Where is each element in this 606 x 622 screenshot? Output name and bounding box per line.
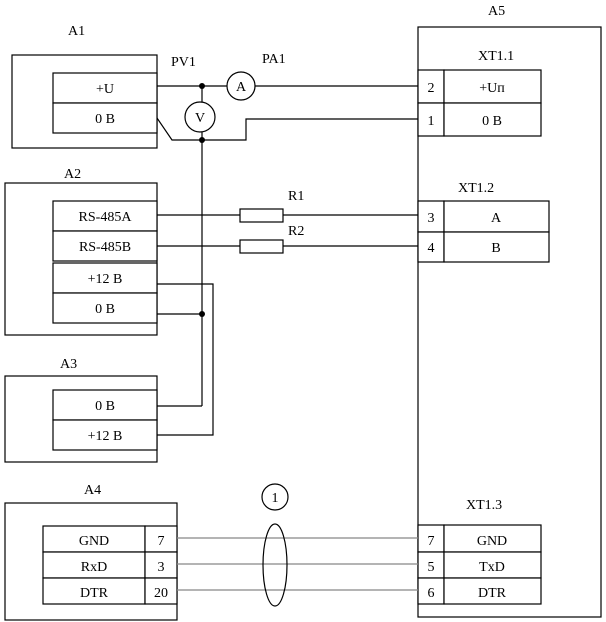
rs485-wiring: R1 R2 xyxy=(157,189,418,254)
cable-marker-number: 1 xyxy=(272,491,279,506)
a2-terminal-plus12v: +12 В xyxy=(88,272,123,287)
a3-terminal-0v: 0 В xyxy=(95,399,115,414)
cable-marker-circle xyxy=(261,483,289,511)
xt13-pin-6: 6 xyxy=(428,586,435,601)
ammeter-pa1: A PA1 xyxy=(226,52,286,101)
junction-dot xyxy=(199,83,205,89)
a2-terminal-rs485b: RS-485B xyxy=(79,240,131,255)
power-wiring xyxy=(156,83,418,436)
xt11-terminal-0v: 0 В xyxy=(482,114,502,129)
a3-terminal-plus12v: +12 В xyxy=(88,429,123,444)
xt13-pin-5: 5 xyxy=(428,560,435,575)
serial-cable: 1 xyxy=(177,483,418,607)
block-a4-label: A4 xyxy=(84,483,101,498)
a1-terminal-plus-u-label: +U xyxy=(96,82,114,97)
block-a2: A2 RS-485A RS-485B +12 В 0 В xyxy=(4,167,158,336)
block-a5: A5 XT1.1 2 +Uп 1 0 В XT1.2 3 A 4 B XT1.3… xyxy=(417,4,602,618)
r1-label: R1 xyxy=(288,189,304,204)
cable-bundle-ellipse xyxy=(262,523,288,607)
a1-terminal-0v-label: 0 В xyxy=(95,112,115,127)
block-a1: A1 +U 0 В xyxy=(11,24,158,149)
resistor-r1 xyxy=(239,208,284,223)
voltmeter-symbol: V xyxy=(195,111,205,126)
xt13-pin-7: 7 xyxy=(428,534,435,549)
pv1-label: PV1 xyxy=(171,55,196,70)
r2-label: R2 xyxy=(288,224,304,239)
xt12-title: XT1.2 xyxy=(458,181,494,196)
xt12-terminal-a: A xyxy=(491,211,502,226)
block-a4: A4 GND 7 RxD 3 DTR 20 xyxy=(4,483,178,621)
a1-terminal-0v xyxy=(52,102,158,134)
xt11-title: XT1.1 xyxy=(478,49,514,64)
block-a1-label: A1 xyxy=(68,24,85,39)
a4-terminal-rxd: RxD xyxy=(81,560,107,575)
a4-pin-gnd: 7 xyxy=(158,534,165,549)
resistor-r2 xyxy=(239,239,284,254)
junction-dot xyxy=(199,311,205,317)
a4-pin-rxd: 3 xyxy=(158,560,165,575)
a2-terminal-rs485a: RS-485A xyxy=(79,210,133,225)
ammeter-symbol: A xyxy=(236,80,247,95)
a2-terminal-0v: 0 В xyxy=(95,302,115,317)
a4-terminal-dtr: DTR xyxy=(80,586,109,601)
junction-dot xyxy=(199,137,205,143)
a4-pin-dtr: 20 xyxy=(154,586,168,601)
xt11-terminal-plus-up: +Uп xyxy=(479,81,505,96)
pa1-label: PA1 xyxy=(262,52,286,67)
xt11-pin-2: 2 xyxy=(428,81,435,96)
a1-terminal-plus-u xyxy=(52,72,158,104)
a4-terminal-gnd: GND xyxy=(79,534,109,549)
xt13-terminal-gnd: GND xyxy=(477,534,507,549)
xt12-pin-3: 3 xyxy=(428,211,435,226)
xt11-pin-1: 1 xyxy=(428,114,435,129)
block-a2-label: A2 xyxy=(64,167,81,182)
wire-0v-a1-to-xt11 xyxy=(156,117,418,141)
voltmeter-pv1: V PV1 xyxy=(171,55,216,133)
wire-plus12v-a2-to-a3 xyxy=(157,283,214,436)
xt13-terminal-txd: TxD xyxy=(479,560,505,575)
block-a3-label: A3 xyxy=(60,357,77,372)
block-a3: A3 0 В +12 В xyxy=(4,357,158,463)
xt13-title: XT1.3 xyxy=(466,498,502,513)
xt12-pin-4: 4 xyxy=(428,241,435,256)
xt12-terminal-b: B xyxy=(491,241,500,256)
block-a5-label: A5 xyxy=(488,4,505,19)
xt13-terminal-dtr: DTR xyxy=(478,586,507,601)
